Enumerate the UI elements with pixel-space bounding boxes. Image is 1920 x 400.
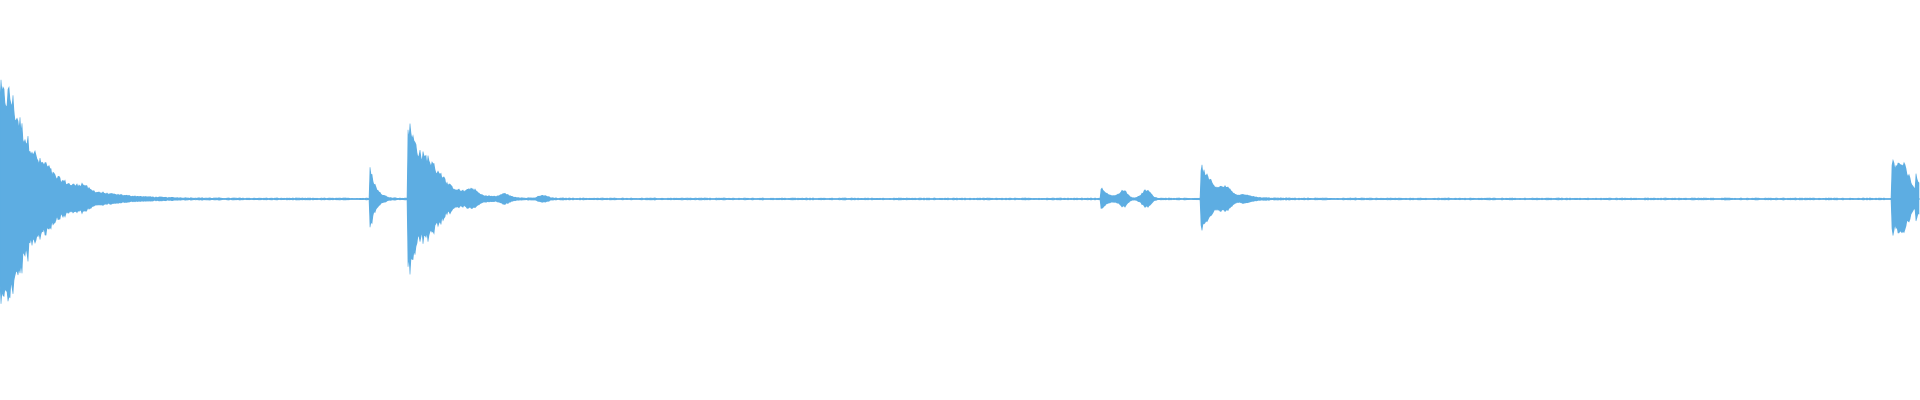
waveform-envelope	[0, 79, 1920, 304]
